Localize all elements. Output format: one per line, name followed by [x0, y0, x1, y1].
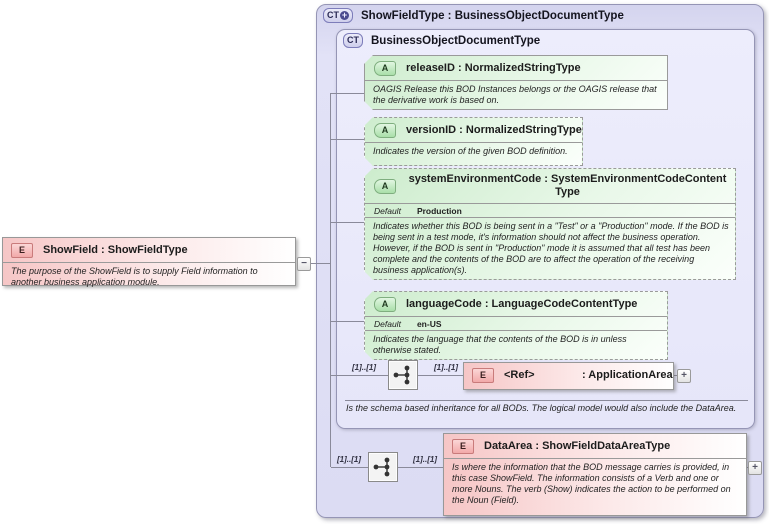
showfield-title-row: E ShowField : ShowFieldType — [3, 238, 295, 262]
connector-line — [418, 375, 463, 376]
connector-line — [745, 467, 749, 468]
connector-line — [398, 467, 443, 468]
divider — [365, 316, 667, 317]
attribute-title-row: A releaseID : NormalizedStringType — [365, 56, 667, 80]
complextype-icon-label: CT — [347, 35, 359, 45]
applicationarea-ref-element-box[interactable]: E <Ref> : ApplicationArea — [463, 362, 674, 390]
cardinality-label: [1]..[1] — [337, 455, 361, 464]
showfield-title: ShowField : ShowFieldType — [43, 244, 188, 256]
ref-element-name: <Ref> — [504, 369, 535, 381]
expand-button[interactable]: + — [677, 369, 691, 383]
complextype-icon: CT — [343, 33, 363, 48]
sequence-icon — [368, 452, 398, 487]
connector-line — [331, 321, 364, 322]
ref-element-type: : ApplicationArea — [582, 369, 673, 381]
plus-badge-icon: + — [340, 10, 349, 20]
outer-type-title: ShowFieldType : BusinessObjectDocumentTy… — [361, 9, 624, 22]
ref-title-row: E <Ref> : ApplicationArea — [464, 363, 673, 387]
connector-line — [331, 93, 364, 94]
attribute-icon: A — [374, 61, 396, 76]
divider — [365, 142, 582, 143]
attribute-title: releaseID : NormalizedStringType — [406, 62, 581, 74]
dataarea-title-row: E DataArea : ShowFieldDataAreaType — [444, 434, 746, 458]
complextype-plus-icon: CT+ — [323, 8, 353, 23]
cardinality-label: [1]..[1] — [352, 363, 376, 372]
attribute-icon: A — [374, 179, 396, 194]
dataarea-annotation: Is where the information that the BOD me… — [452, 462, 731, 505]
dataarea-title: DataArea : ShowFieldDataAreaType — [484, 440, 671, 452]
divider — [444, 458, 746, 459]
base-type-header: CT BusinessObjectDocumentType — [343, 33, 540, 48]
default-label: Default — [374, 205, 401, 216]
element-icon: E — [11, 242, 33, 258]
complextype-icon-label: CT — [327, 10, 339, 20]
attribute-annotation: OAGIS Release this BOD Instances belongs… — [373, 84, 657, 105]
complextype-header: CT+ ShowFieldType : BusinessObjectDocume… — [323, 8, 624, 23]
attribute-box-releaseid[interactable]: A releaseID : NormalizedStringType OAGIS… — [364, 55, 668, 110]
attribute-title-row: A languageCode : LanguageCodeContentType — [365, 292, 667, 316]
connector-line — [310, 263, 330, 264]
attribute-icon: A — [374, 123, 396, 138]
attribute-box-systemenvironmentcode[interactable]: A systemEnvironmentCode : SystemEnvironm… — [364, 168, 736, 280]
default-row: Default en-US — [365, 317, 667, 330]
divider — [365, 203, 735, 204]
attribute-annotation: Indicates whether this BOD is being sent… — [373, 221, 729, 275]
connector-line — [331, 222, 364, 223]
default-value: en-US — [416, 318, 442, 329]
attribute-title: languageCode : LanguageCodeContentType — [406, 298, 638, 310]
connector-line — [672, 375, 677, 376]
attribute-title: versionID : NormalizedStringType — [406, 124, 582, 136]
divider — [365, 80, 667, 81]
default-value: Production — [416, 205, 462, 216]
showfield-annotation: The purpose of the ShowField is to suppl… — [11, 266, 258, 287]
attribute-annotation: Indicates the version of the given BOD d… — [373, 146, 568, 156]
element-icon: E — [472, 367, 494, 383]
default-row: Default Production — [365, 204, 735, 217]
connector-line — [330, 93, 331, 467]
divider — [345, 400, 748, 401]
connector-line — [331, 467, 368, 468]
connector-line — [331, 375, 388, 376]
inner-type-title: BusinessObjectDocumentType — [371, 34, 541, 47]
attribute-box-languagecode[interactable]: A languageCode : LanguageCodeContentType… — [364, 291, 668, 360]
attribute-title-row: A versionID : NormalizedStringType — [365, 118, 582, 142]
cardinality-label: [1]..[1] — [434, 363, 458, 372]
dataarea-element-box[interactable]: E DataArea : ShowFieldDataAreaType Is wh… — [443, 433, 747, 516]
attribute-annotation: Indicates the language that the contents… — [373, 334, 627, 355]
element-icon: E — [452, 438, 474, 454]
attribute-icon: A — [374, 297, 396, 312]
inner-type-annotation: Is the schema based inheritance for all … — [346, 403, 737, 413]
connector-line — [331, 139, 364, 140]
showfield-element-box[interactable]: E ShowField : ShowFieldType The purpose … — [2, 237, 296, 287]
collapse-button[interactable]: − — [297, 257, 311, 271]
divider — [365, 217, 735, 218]
attribute-title: systemEnvironmentCode : SystemEnvironmen… — [408, 173, 727, 198]
sequence-icon — [388, 360, 418, 395]
attribute-box-versionid[interactable]: A versionID : NormalizedStringType Indic… — [364, 117, 583, 166]
default-label: Default — [374, 318, 401, 329]
attribute-title-row: A systemEnvironmentCode : SystemEnvironm… — [365, 169, 735, 203]
expand-button[interactable]: + — [748, 461, 762, 475]
divider — [3, 262, 295, 263]
cardinality-label: [1]..[1] — [413, 455, 437, 464]
divider — [365, 330, 667, 331]
